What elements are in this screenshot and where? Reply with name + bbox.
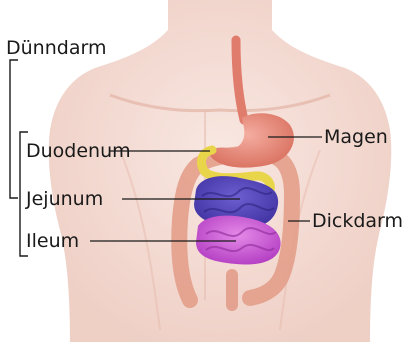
label-large-intestine: Dickdarm: [312, 210, 403, 232]
label-jejunum: Jejunum: [26, 188, 103, 210]
small-intestine-bracket: [10, 60, 18, 198]
label-stomach: Magen: [324, 126, 388, 148]
label-small-intestine: Dünndarm: [6, 37, 106, 59]
label-duodenum: Duodenum: [26, 140, 131, 162]
label-ileum: Ileum: [26, 230, 79, 252]
